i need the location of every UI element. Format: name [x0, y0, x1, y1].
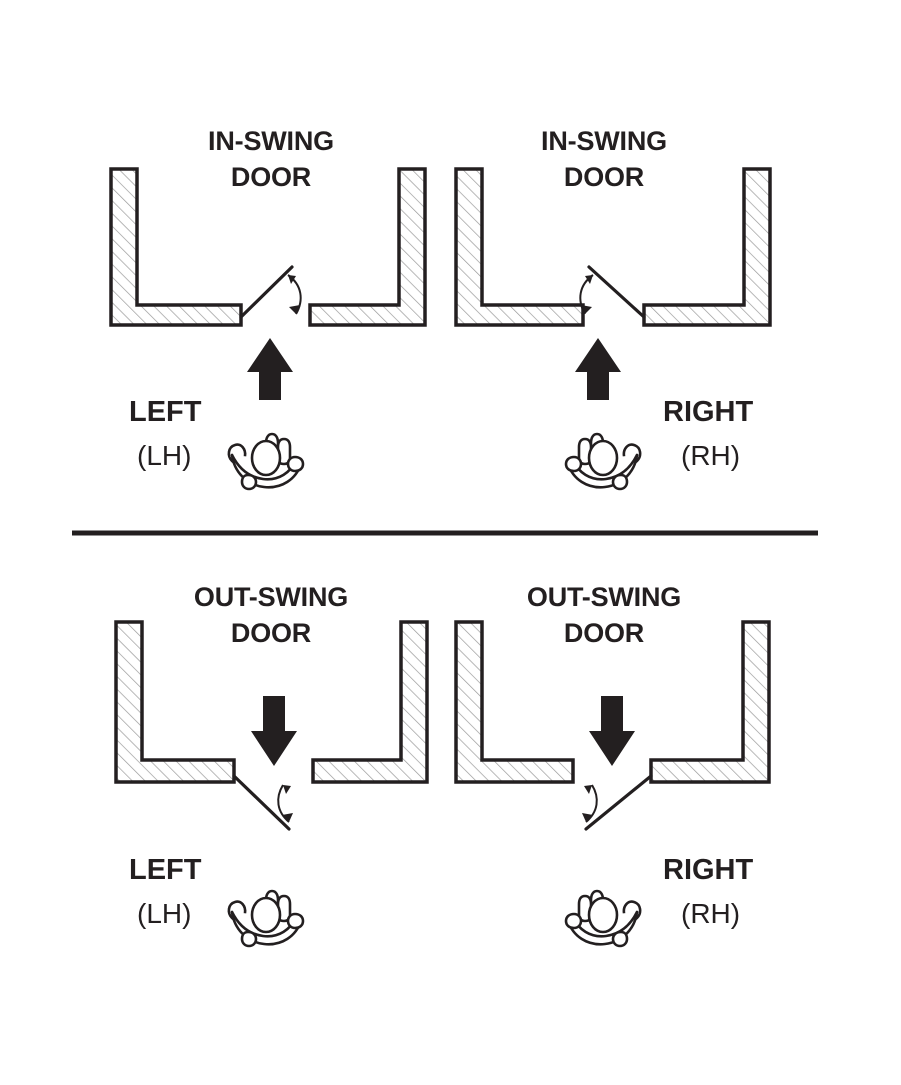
handing-abbr: (LH) [137, 898, 191, 929]
door-leaf [239, 265, 294, 319]
swing-arc-arrowhead-start [288, 275, 296, 284]
hand-icon [564, 889, 642, 948]
handing-label: RIGHT [663, 396, 754, 428]
panel-title-line2: DOOR [231, 162, 311, 192]
panel-title-line2: DOOR [564, 618, 644, 648]
wall-left [114, 620, 236, 784]
handing-label: LEFT [129, 396, 202, 428]
panel-in-swing-right: IN-SWING DOOR RIGHT (RH) [454, 126, 772, 491]
hand-icon [227, 432, 305, 491]
wall-right [308, 167, 427, 327]
panel-out-swing-left: OUT-SWING DOOR LEFT (LH) [114, 582, 429, 948]
handing-abbr: (RH) [681, 898, 740, 929]
wall-left [454, 620, 575, 784]
swing-arc-arrowhead-end [289, 305, 300, 314]
panel-title-line2: DOOR [231, 618, 311, 648]
swing-arc-arrowhead-start [584, 785, 592, 794]
handing-abbr: (LH) [137, 440, 191, 471]
handing-label: LEFT [129, 854, 202, 886]
door-leaf [587, 265, 646, 319]
handing-abbr: (RH) [681, 440, 740, 471]
direction-arrow-down [251, 696, 297, 766]
wall-right [642, 167, 772, 327]
panel-title-line1: OUT-SWING [527, 582, 681, 612]
direction-arrow-down [589, 696, 635, 766]
wall-right [311, 620, 429, 784]
swing-arc-arrowhead-end [581, 305, 592, 314]
hand-icon [227, 889, 305, 948]
swing-arc-arrowhead-start [585, 275, 593, 284]
panel-out-swing-right: OUT-SWING DOOR RIGHT (RH) [454, 582, 771, 948]
panel-title-line1: IN-SWING [208, 126, 334, 156]
swing-arc [277, 784, 290, 823]
door-leaf [232, 774, 291, 831]
direction-arrow-up [247, 338, 293, 400]
wall-left [109, 167, 243, 327]
swing-arc [585, 784, 598, 823]
swing-arc-arrowhead-start [283, 785, 291, 794]
panel-title-line1: IN-SWING [541, 126, 667, 156]
panel-in-swing-left: IN-SWING DOOR LEFT (LH) [109, 126, 427, 491]
wall-left [454, 167, 585, 327]
panel-title-line1: OUT-SWING [194, 582, 348, 612]
direction-arrow-up [575, 338, 621, 400]
panel-title-line2: DOOR [564, 162, 644, 192]
handing-label: RIGHT [663, 854, 754, 886]
wall-right [649, 620, 771, 784]
hand-icon [564, 432, 642, 491]
swing-arc-arrowhead-end [282, 813, 293, 822]
door-leaf [584, 774, 653, 831]
swing-arc-arrowhead-end [582, 813, 593, 822]
